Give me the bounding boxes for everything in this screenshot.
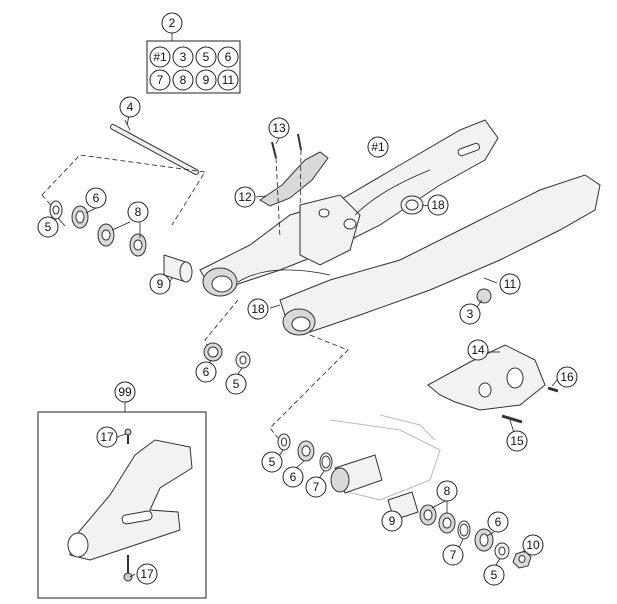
callout-11[interactable]: 11 <box>499 273 521 295</box>
callout-6[interactable]: 6 <box>85 187 107 209</box>
callout-3[interactable]: 3 <box>459 303 481 325</box>
svg-text:3: 3 <box>467 307 474 321</box>
pivot-boss <box>330 454 383 494</box>
svg-text:5: 5 <box>233 377 240 391</box>
svg-text:11: 11 <box>504 277 517 291</box>
ghost-swingarm <box>329 414 441 501</box>
svg-text:17: 17 <box>100 430 114 444</box>
svg-text:#1: #1 <box>371 140 385 154</box>
washer <box>235 351 251 369</box>
svg-text:9: 9 <box>389 514 396 528</box>
svg-text:8: 8 <box>180 73 187 87</box>
callout-5[interactable]: 5 <box>483 564 505 586</box>
kit-item[interactable]: 3 <box>172 46 194 68</box>
callout-14[interactable]: 14 <box>467 339 489 361</box>
svg-text:8: 8 <box>444 484 451 498</box>
assembly-guide-line <box>269 334 349 439</box>
svg-text:14: 14 <box>471 343 485 357</box>
callout-99[interactable]: 99 <box>114 381 136 403</box>
svg-text:6: 6 <box>203 365 210 379</box>
svg-text:7: 7 <box>450 548 457 562</box>
kit-item[interactable]: 9 <box>195 69 217 91</box>
callout-5[interactable]: 5 <box>261 451 283 473</box>
kit-item[interactable]: 5 <box>195 46 217 68</box>
svg-text:5: 5 <box>491 568 498 582</box>
callout-4[interactable]: 4 <box>119 96 141 118</box>
svg-text:13: 13 <box>272 121 286 135</box>
svg-text:11: 11 <box>222 73 235 87</box>
kit-item[interactable]: 8 <box>172 69 194 91</box>
callout-18[interactable]: 18 <box>427 194 449 216</box>
callout-9[interactable]: 9 <box>149 273 171 295</box>
svg-text:6: 6 <box>290 470 297 484</box>
svg-text:16: 16 <box>560 370 574 384</box>
svg-text:2: 2 <box>169 16 176 30</box>
svg-text:12: 12 <box>238 190 252 204</box>
callout-17[interactable]: 17 <box>96 426 118 448</box>
callout-18[interactable]: 18 <box>247 298 269 320</box>
callout-5[interactable]: 5 <box>225 373 247 395</box>
kit-item[interactable]: 6 <box>217 46 239 68</box>
callout-9[interactable]: 9 <box>381 510 403 532</box>
callout-13[interactable]: 13 <box>268 117 290 139</box>
svg-text:5: 5 <box>45 220 52 234</box>
seal <box>203 342 223 362</box>
svg-text:6: 6 <box>225 50 232 64</box>
chain-guide <box>427 344 546 411</box>
callout-17[interactable]: 17 <box>136 563 158 585</box>
svg-text:9: 9 <box>157 277 164 291</box>
svg-text:6: 6 <box>93 191 100 205</box>
svg-text:9: 9 <box>203 73 210 87</box>
callout-2[interactable]: 2 <box>161 12 183 34</box>
swingarm <box>199 119 601 336</box>
callout-6[interactable]: 6 <box>195 361 217 383</box>
svg-text:7: 7 <box>313 480 320 494</box>
svg-text:17: 17 <box>140 567 154 581</box>
callout-10[interactable]: 10 <box>522 534 544 556</box>
callout-1[interactable]: #1 <box>367 136 389 158</box>
svg-text:4: 4 <box>127 100 134 114</box>
callout-8[interactable]: 8 <box>127 201 149 223</box>
swingarm-axle <box>110 119 199 175</box>
washer <box>49 200 63 220</box>
assembly-guide-line <box>41 154 206 226</box>
svg-text:99: 99 <box>118 385 132 399</box>
callout-15[interactable]: 15 <box>506 430 528 452</box>
svg-text:5: 5 <box>203 50 210 64</box>
svg-text:10: 10 <box>526 538 540 552</box>
bearing <box>97 223 115 247</box>
callout-8[interactable]: 8 <box>436 480 458 502</box>
svg-text:15: 15 <box>510 434 524 448</box>
svg-text:3: 3 <box>180 50 187 64</box>
kit-box: #1 3 5 6 7 8 9 11 <box>146 33 241 94</box>
callout-12[interactable]: 12 <box>234 186 256 208</box>
svg-text:7: 7 <box>157 73 164 87</box>
kit-item[interactable]: #1 <box>149 46 171 68</box>
svg-text:6: 6 <box>495 515 502 529</box>
callout-7[interactable]: 7 <box>442 544 464 566</box>
svg-text:18: 18 <box>251 302 265 316</box>
seal <box>71 205 89 229</box>
svg-text:5: 5 <box>269 455 276 469</box>
inset-box <box>37 402 207 599</box>
callout-7[interactable]: 7 <box>305 476 327 498</box>
kit-item[interactable]: 11 <box>217 69 239 91</box>
callout-16[interactable]: 16 <box>556 366 578 388</box>
callout-6[interactable]: 6 <box>487 511 509 533</box>
svg-text:#1: #1 <box>153 50 167 64</box>
kit-item[interactable]: 7 <box>149 69 171 91</box>
sleeve <box>163 254 193 283</box>
svg-text:18: 18 <box>431 198 445 212</box>
callout-6[interactable]: 6 <box>282 466 304 488</box>
bearing <box>129 233 147 257</box>
callout-5[interactable]: 5 <box>37 216 59 238</box>
svg-text:8: 8 <box>135 205 142 219</box>
